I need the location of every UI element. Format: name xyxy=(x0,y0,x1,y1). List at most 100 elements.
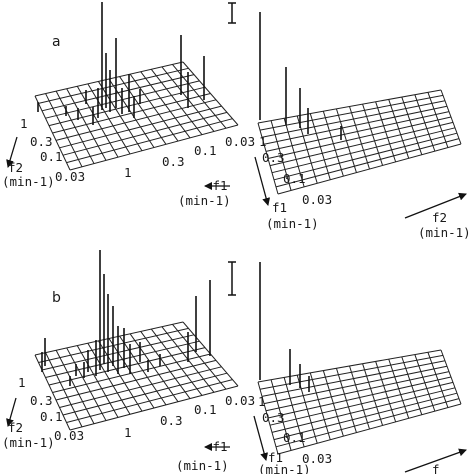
grid-line xyxy=(259,94,444,131)
grid-line xyxy=(261,100,446,138)
f1-tick: 0.1 xyxy=(283,430,306,445)
grid-line xyxy=(62,111,228,156)
grid-line xyxy=(38,67,189,104)
grid-line xyxy=(66,118,233,164)
grid-line xyxy=(267,376,452,419)
grid-line xyxy=(48,347,206,386)
grid-line xyxy=(273,392,458,441)
grid-surface xyxy=(257,89,462,195)
grid-line xyxy=(271,387,456,433)
grid-line xyxy=(269,381,454,426)
f1-tick: 0.03 xyxy=(302,451,332,466)
f1-tick: 1 xyxy=(124,425,132,440)
grid-line xyxy=(52,93,211,134)
grid-line xyxy=(69,385,239,431)
grid-line xyxy=(269,121,454,167)
panel-label: b xyxy=(52,290,61,306)
grid-line xyxy=(277,143,462,195)
f2-axis-label: f2 xyxy=(432,210,447,225)
f1-tick: 1 xyxy=(259,134,267,149)
left-3d-plot: 1 0.3 0.1 0.03 1 0.3 0.1 0.03 f2 (min-1)… xyxy=(2,2,255,208)
f1-axis-label: f1 xyxy=(268,450,283,465)
f1-axis-label: -f1 xyxy=(205,439,228,454)
grid-line xyxy=(45,340,200,378)
grid-line xyxy=(271,127,456,174)
f1-axis-arrow xyxy=(253,415,269,461)
grid-line xyxy=(273,132,458,181)
f2-tick: 0.1 xyxy=(40,149,63,164)
grid-line xyxy=(263,105,448,145)
f1-axis-arrow xyxy=(254,156,271,206)
grid-line xyxy=(62,372,228,416)
grid-surface xyxy=(34,61,239,171)
f1-tick: 1 xyxy=(258,394,266,409)
scale-bar xyxy=(228,2,236,24)
right-3d-plot: 1 0.3 0.1 0.03 f1 (min-1) f2 (min-1) xyxy=(254,12,471,240)
f1-tick: 0.1 xyxy=(283,171,306,186)
f2-axis-label: f2 xyxy=(8,160,23,175)
f1-tick: 0.03 xyxy=(302,192,332,207)
grid-line xyxy=(48,86,206,127)
f2-axis-arrow xyxy=(6,136,18,168)
scale-bar xyxy=(228,261,236,296)
grid-line xyxy=(265,371,450,412)
f2-tick: 1 xyxy=(20,116,28,131)
left-3d-plot: 1 0.3 0.1 0.03 1 0.3 0.1 0.03 f2 (min-1)… xyxy=(2,250,255,473)
f2-axis-arrow xyxy=(404,192,467,219)
grid-line xyxy=(275,398,460,448)
f1-axis-label: -f1 xyxy=(205,178,228,193)
grid-line xyxy=(59,105,222,149)
f1-axis-label: f1 xyxy=(272,200,287,215)
panel-b: b 1 0.3 0.1 0.03 1 0.3 0.1 0.03 f2 (min-… xyxy=(2,250,467,474)
grid-line xyxy=(34,61,184,97)
f2-axis-arrow xyxy=(6,397,17,427)
f1-axis-unit: (min-1) xyxy=(258,462,311,474)
f2-axis-unit: (min-1) xyxy=(418,225,471,240)
spikes xyxy=(259,12,342,140)
f1-tick: 0.1 xyxy=(194,402,217,417)
f1-tick: 0.1 xyxy=(194,143,217,158)
right-3d-plot: 1 0.3 0.1 0.03 f1 (min-1) f xyxy=(253,262,467,474)
f2-tick: 0.1 xyxy=(40,409,63,424)
grid-surface xyxy=(257,349,462,455)
grid-line xyxy=(257,89,442,124)
spikes xyxy=(41,250,211,386)
f1-axis-unit: (min-1) xyxy=(266,216,319,231)
grid-line xyxy=(267,116,452,159)
grid-line xyxy=(263,365,448,405)
f1-tick: 0.3 xyxy=(162,154,185,169)
grid-line xyxy=(59,366,222,408)
f2-axis-unit: (min-1) xyxy=(2,174,55,189)
f1-tick: 0.03 xyxy=(225,393,255,408)
grid-line xyxy=(41,74,195,112)
f2-axis-label: f2 xyxy=(8,420,23,435)
f2-tick: 1 xyxy=(18,375,26,390)
f1-tick: 0.3 xyxy=(262,150,285,165)
f2-tick: 0.03 xyxy=(55,169,85,184)
f2-tick: 0.03 xyxy=(54,428,84,443)
spikes xyxy=(259,262,310,392)
grid-line xyxy=(257,349,442,383)
f1-tick: 1 xyxy=(124,165,132,180)
grid-line xyxy=(55,99,217,141)
f1-axis-unit: (min-1) xyxy=(176,458,229,473)
f1-axis-unit: (min-1) xyxy=(178,193,231,208)
f2-tick: 0.3 xyxy=(30,393,53,408)
panel-label: a xyxy=(52,34,61,50)
grid-line xyxy=(275,138,460,188)
spikes xyxy=(37,2,205,125)
grid-line xyxy=(34,321,184,356)
f2-axis-unit: (min-1) xyxy=(2,435,55,450)
panel-a: a 1 0.3 0.1 0.03 1 0.3 0.1 0.03 f2 (min-… xyxy=(2,2,471,240)
f1-tick: 0.03 xyxy=(225,134,255,149)
grid-line xyxy=(66,379,233,423)
f2-axis-label: f xyxy=(432,462,440,474)
grid-line xyxy=(69,124,239,171)
grid-line xyxy=(52,353,211,393)
grid-line xyxy=(265,111,450,152)
f2-tick: 0.3 xyxy=(30,134,53,149)
f2-axis-arrow xyxy=(404,448,467,473)
grid-line xyxy=(55,359,217,401)
f1-tick: 0.3 xyxy=(160,413,183,428)
